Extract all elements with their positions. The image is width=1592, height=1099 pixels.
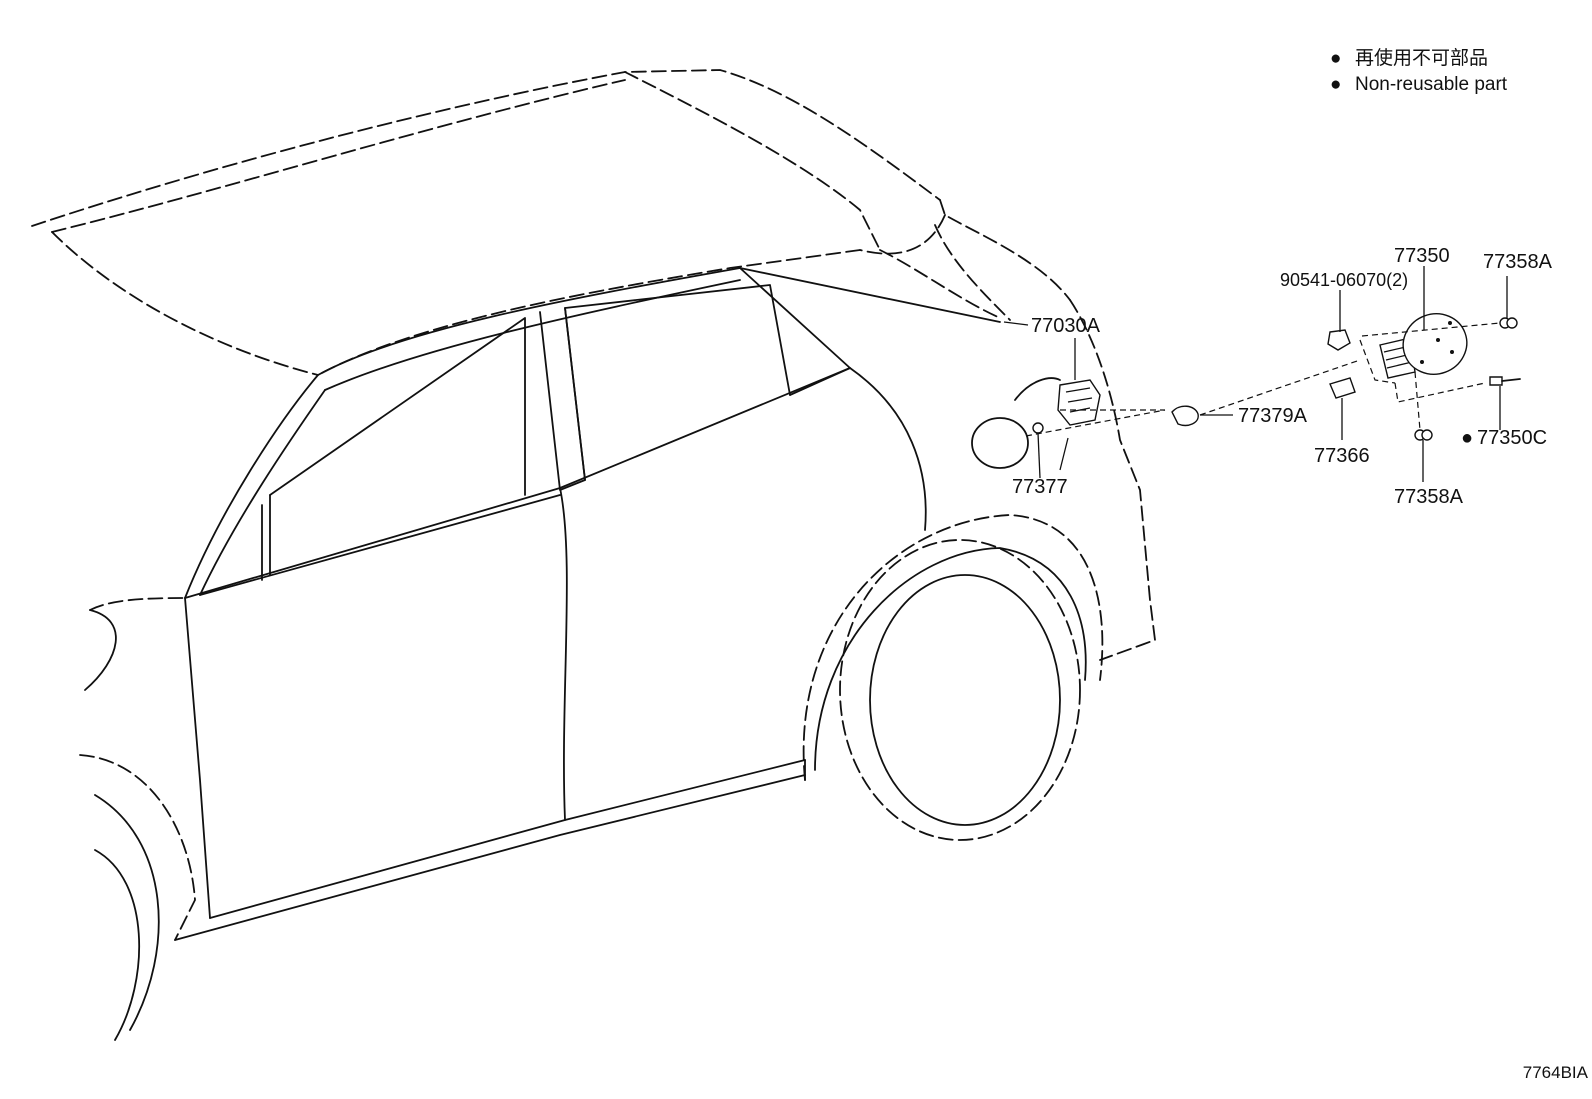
label-90541-06070: 90541-06070(2) (1280, 270, 1408, 290)
legend-text-en: Non-reusable part (1355, 74, 1508, 95)
label-77358A-bottom: 77358A (1394, 486, 1464, 508)
part-90541-cushion (1327, 329, 1351, 351)
part-77366-guide (1329, 377, 1356, 399)
part-77030A-hinge (1057, 379, 1101, 426)
vehicle-outline (31, 69, 1156, 1041)
part-77358A-clip-bottom (1414, 429, 1433, 441)
figure-code: 7764BIA (1523, 1063, 1589, 1082)
label-77379A: 77379A (1238, 405, 1308, 427)
legend: ● 再使用不可部品 ● Non-reusable part (1330, 47, 1508, 95)
label-77358A-top: 77358A (1483, 251, 1553, 273)
legend-text-jp: 再使用不可部品 (1355, 47, 1488, 69)
non-reusable-marker: ● (1461, 427, 1473, 449)
part-77358A-clip-top (1499, 317, 1518, 329)
assembly-lines (1025, 322, 1501, 437)
label-77366: 77366 (1314, 445, 1370, 467)
part-77377-bumper (1032, 422, 1044, 434)
label-77030A: 77030A (1031, 315, 1101, 337)
leader-lines (1003, 266, 1508, 482)
part-77350C-screw (1489, 376, 1521, 386)
legend-marker-jp: ● (1330, 48, 1341, 69)
legend-marker-en: ● (1330, 74, 1341, 95)
part-77350-fuel-lid (1379, 313, 1468, 379)
label-77350: 77350 (1394, 245, 1450, 267)
part-77379A-cover (1171, 405, 1199, 427)
callout-labels: 77030A 77350 77358A 90541-06070(2) 77379… (1012, 245, 1553, 508)
label-77350C: 77350C (1477, 427, 1547, 449)
label-77377: 77377 (1012, 476, 1068, 498)
